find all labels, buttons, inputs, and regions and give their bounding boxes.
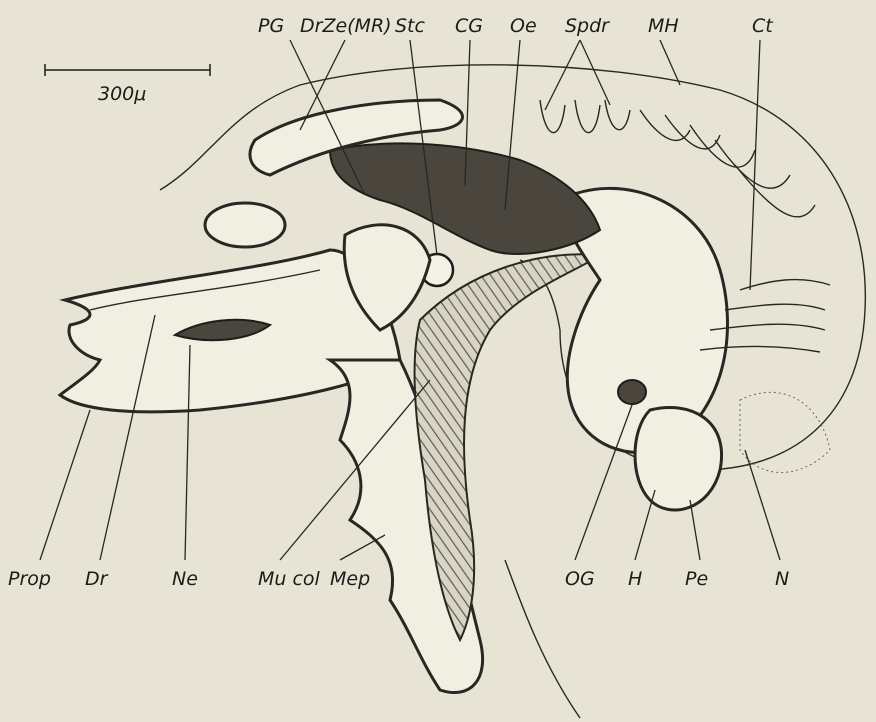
scale-bar: 300μ [45,64,210,105]
label-mh: MH [648,15,679,37]
label-n: N [775,568,789,590]
spermoviduct-folds [540,100,630,133]
label-cg: CG [455,15,483,37]
label-ct: Ct [752,15,774,37]
label-pe: Pe [685,568,708,590]
label-prop: Prop [8,568,51,590]
label-pg: PG [258,15,284,37]
scale-bar-label: 300μ [98,83,146,105]
label-dr: Dr [85,568,109,590]
label-oe: Oe [510,15,537,37]
label-og: OG [565,568,595,590]
label-drze: DrZe(MR) [300,15,392,37]
osphradial-ganglion [618,380,646,404]
label-spdr: Spdr [565,15,610,37]
label-h: H [628,568,642,590]
label-ne: Ne [172,568,198,590]
label-stc: Stc [395,15,426,37]
section-lobe-left [205,203,285,247]
pericardium [635,408,722,511]
nephridium [740,392,830,472]
label-mucol: Mu col [258,568,321,590]
label-mep: Mep [330,568,370,590]
